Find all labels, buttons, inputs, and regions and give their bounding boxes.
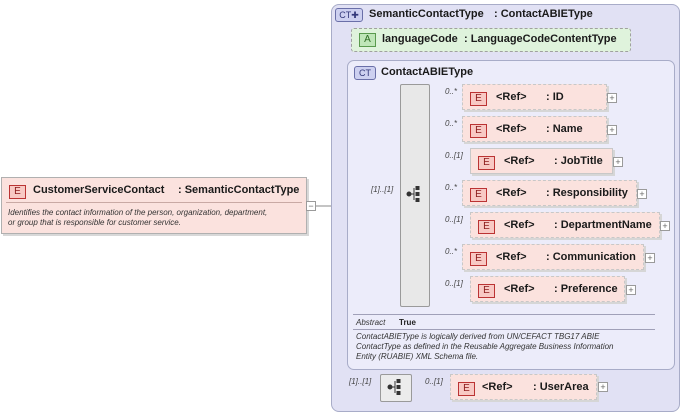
element-cardinality: 0..[1]: [445, 151, 463, 160]
expand-icon[interactable]: +: [645, 253, 655, 263]
element-badge: E: [458, 382, 475, 396]
department-name-element[interactable]: E <Ref> : DepartmentName: [470, 212, 660, 238]
element-badge: E: [470, 92, 487, 106]
element-name: : UserArea: [533, 381, 589, 393]
element-badge: E: [478, 220, 495, 234]
element-cardinality: 0..*: [445, 87, 458, 96]
inner-complex-type-badge: CT: [354, 66, 376, 80]
inner-type-name: ContactABIEType: [381, 66, 474, 78]
sequence-compositor[interactable]: [400, 84, 430, 307]
root-collapse-icon[interactable]: −: [306, 201, 316, 211]
element-name: : JobTitle: [554, 155, 603, 167]
user-area-element[interactable]: E <Ref> : UserArea: [450, 374, 597, 400]
element-badge: E: [470, 188, 487, 202]
expand-icon[interactable]: +: [660, 221, 670, 231]
element-cardinality: 0..[1]: [445, 279, 463, 288]
expand-icon[interactable]: +: [626, 285, 636, 295]
element-badge: E: [9, 185, 26, 199]
root-element-name: CustomerServiceContact: [33, 184, 165, 196]
abstract-divider-top: [353, 314, 655, 315]
inner-description-line: ContactABIEType is logically derived fro…: [356, 332, 600, 341]
element-name: : ID: [546, 91, 564, 103]
inner-description-line: ContactType as defined in the Reusable A…: [356, 342, 614, 351]
element-name: : Responsibility: [546, 187, 628, 199]
root-element-type: : SemanticContactType: [178, 184, 300, 196]
job-title-element[interactable]: E <Ref> : JobTitle: [470, 148, 613, 174]
root-element[interactable]: E CustomerServiceContact : SemanticConta…: [1, 177, 307, 234]
sequence-icon: [406, 186, 420, 202]
expand-icon[interactable]: +: [607, 125, 617, 135]
element-badge: E: [470, 252, 487, 266]
user-area-cardinality: 0..[1]: [425, 377, 443, 386]
element-ref: <Ref>: [496, 91, 527, 103]
outer-type-base: : ContactABIEType: [494, 8, 593, 20]
element-badge: E: [478, 284, 495, 298]
element-cardinality: 0..*: [445, 247, 458, 256]
attribute-badge: A: [359, 33, 376, 47]
element-name: : Name: [546, 123, 583, 135]
complex-type-badge: CT✚: [335, 8, 363, 22]
root-divider: [6, 202, 302, 203]
element-name: : Communication: [546, 251, 636, 263]
expand-icon[interactable]: +: [613, 157, 623, 167]
abstract-value: True: [399, 318, 416, 327]
element-badge: E: [478, 156, 495, 170]
name-element[interactable]: E <Ref> : Name: [462, 116, 607, 142]
expand-icon[interactable]: +: [598, 382, 608, 392]
attribute-type: : LanguageCodeContentType: [464, 33, 617, 45]
element-cardinality: 0..*: [445, 183, 458, 192]
preference-element[interactable]: E <Ref> : Preference: [470, 276, 625, 302]
element-badge: E: [470, 124, 487, 138]
outer-type-name: SemanticContactType: [369, 8, 484, 20]
bottom-sequence-compositor[interactable]: [380, 374, 412, 402]
communication-element[interactable]: E <Ref> : Communication: [462, 244, 644, 270]
sequence-cardinality: [1]..[1]: [371, 185, 394, 194]
expand-icon[interactable]: +: [607, 93, 617, 103]
element-ref: <Ref>: [496, 187, 527, 199]
element-ref: <Ref>: [504, 219, 535, 231]
element-name: : Preference: [554, 283, 618, 295]
element-ref: <Ref>: [482, 381, 513, 393]
inner-description-line: Entity (RUABIE) XML Schema file.: [356, 352, 479, 361]
id-element[interactable]: E <Ref> : ID: [462, 84, 607, 110]
root-description-line: or group that is responsible for custome…: [8, 218, 181, 227]
element-name: : DepartmentName: [554, 219, 652, 231]
expand-icon[interactable]: +: [637, 189, 647, 199]
language-code-attribute[interactable]: A languageCode : LanguageCodeContentType: [351, 28, 631, 52]
element-cardinality: 0..[1]: [445, 215, 463, 224]
attribute-name: languageCode: [382, 33, 458, 45]
inner-description: ContactABIEType is logically derived fro…: [356, 332, 614, 362]
element-ref: <Ref>: [496, 123, 527, 135]
abstract-label: Abstract: [356, 318, 386, 327]
element-ref: <Ref>: [504, 283, 535, 295]
root-description-line: Identifies the contact information of th…: [8, 208, 268, 217]
root-description: Identifies the contact information of th…: [8, 208, 267, 228]
sequence-icon: [387, 379, 401, 395]
bottom-sequence-cardinality: [1]..[1]: [349, 377, 372, 386]
element-ref: <Ref>: [496, 251, 527, 263]
abstract-divider-bottom: [353, 329, 655, 330]
element-cardinality: 0..*: [445, 119, 458, 128]
element-ref: <Ref>: [504, 155, 535, 167]
responsibility-element[interactable]: E <Ref> : Responsibility: [462, 180, 637, 206]
